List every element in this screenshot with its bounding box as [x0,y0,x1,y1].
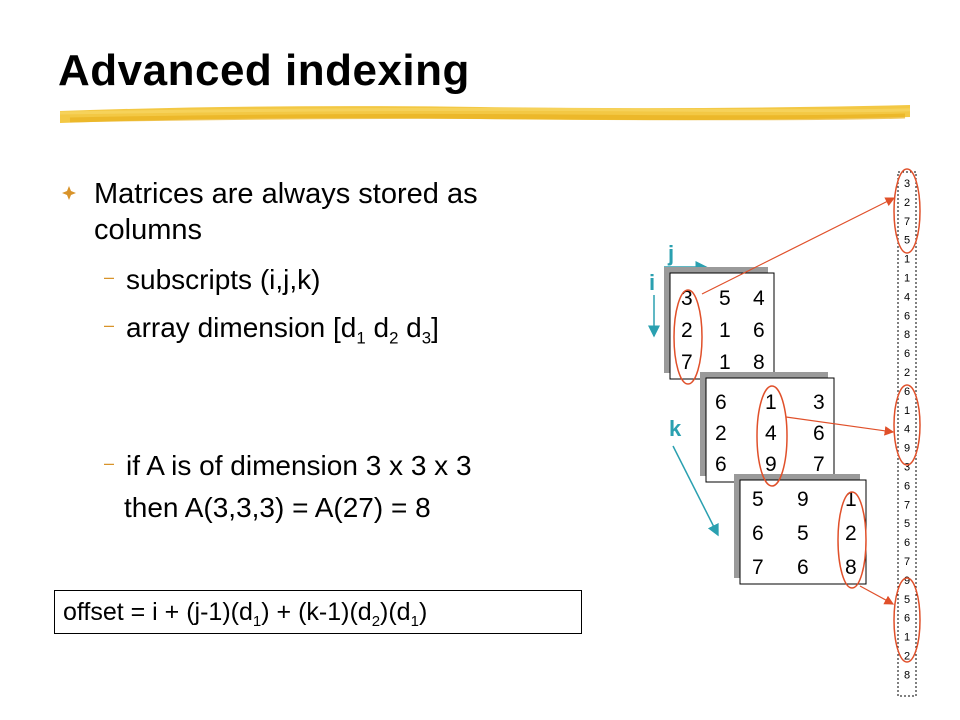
column-vector-value: 1 [904,254,910,266]
column-vector-value: 6 [904,348,910,360]
k-axis-label: k [669,416,682,441]
m2-r2c2: 4 [765,422,777,445]
dash-icon: – [104,267,115,287]
column-vector-value: 1 [904,405,910,417]
matrix-slice-2 [700,372,835,483]
m3-r2c3: 2 [845,522,857,545]
column-vector-value: 3 [904,178,910,190]
column-vector-frame [897,171,917,697]
bullet-matrices-columns: Matrices are always stored as columns [62,176,562,248]
column-vector-value: 5 [904,235,910,247]
column-vector-value: 3 [904,462,910,474]
j-axis-label: j [667,241,674,266]
m1-r1c3: 4 [753,287,765,310]
m2-r3c3: 7 [813,453,825,476]
m1-r1c2: 5 [719,287,731,310]
column-vector-value: 6 [904,480,910,492]
column-vector-value: 9 [904,443,910,455]
column-vector-value: 7 [904,216,910,228]
k-axis-arrow [672,445,719,537]
highlight-oval-slice1-col1 [673,289,703,385]
m3-r1c1: 5 [752,488,764,511]
m1-r3c1: 7 [681,351,693,374]
column-vector-value: 2 [904,197,910,209]
bullet-text: Matrices are always stored as columns [94,178,478,246]
connector-arrow-2 [785,416,895,436]
m2-r3c2: 9 [765,453,777,476]
highlight-oval-memory-3 [893,577,921,663]
column-vector-value: 5 [904,518,910,530]
dash-icon: – [104,315,115,335]
dash-icon: – [104,453,115,473]
example-result: then A(3,3,3) = A(27) = 8 [124,492,431,523]
connector-arrow-1 [701,197,896,295]
highlight-oval-slice3-col3 [837,491,867,589]
m3-r3c1: 7 [752,556,764,579]
column-vector-value: 5 [904,594,910,606]
m1-r2c3: 6 [753,319,765,342]
m2-r2c3: 6 [813,422,825,445]
column-vector-value: 2 [904,367,910,379]
i-axis-label: i [649,270,655,295]
m1-r3c2: 1 [719,351,731,374]
column-vector-value: 1 [904,273,910,285]
m2-r1c1: 6 [715,391,727,414]
column-vector-value: 9 [904,575,910,587]
column-vector-value: 6 [904,310,910,322]
m1-r2c1: 2 [681,319,693,342]
sub-bullet-array-dimension: –array dimension [d1 d2 d3] [104,312,439,348]
sub-bullet-example: –if A is of dimension 3 x 3 x 3 [104,450,472,481]
m3-r1c3: 1 [845,488,857,511]
column-vector-value: 4 [904,291,910,303]
column-vector-value: 8 [904,669,910,681]
column-vector-value: 6 [904,386,910,398]
m2-r2c1: 2 [715,422,727,445]
slide-title: Advanced indexing [58,46,470,95]
highlight-oval-memory-2 [893,384,921,466]
highlight-oval-memory-1 [893,168,921,254]
column-vector-value: 8 [904,329,910,341]
column-vector-value: 7 [904,556,910,568]
column-vector-value: 2 [904,651,910,663]
m2-r1c2: 1 [765,391,777,414]
column-vector-value: 6 [904,537,910,549]
m1-r1c1: 3 [681,287,693,310]
column-vector-value: 7 [904,499,910,511]
sub-bullet-subscripts: –subscripts (i,j,k) [104,264,321,295]
column-vector-values: 3 2 7 5 1 1 4 6 8 6 2 6 1 4 9 3 6 7 5 6 7 9 5 6 1 2 8 [904,178,910,681]
m3-r3c3: 8 [845,556,857,579]
m1-r2c2: 1 [719,319,731,342]
diamond-bullet-icon [62,186,76,200]
m2-r3c1: 6 [715,453,727,476]
highlight-oval-slice2-col2 [756,385,788,487]
m3-r1c2: 9 [797,488,809,511]
offset-formula-box: offset = i + (j-1)(d1) + (k-1)(d2)(d1) [54,590,582,634]
title-highlight-stroke [60,105,910,123]
m3-r3c2: 6 [797,556,809,579]
connector-arrow-3 [859,585,895,605]
column-vector-value: 1 [904,632,910,644]
matrix-slice-3 [734,474,867,585]
column-vector-value: 4 [904,424,910,436]
m1-r3c3: 8 [753,351,765,374]
column-vector-value: 6 [904,613,910,625]
m3-r2c1: 6 [752,522,764,545]
m2-r1c3: 3 [813,391,825,414]
m3-r2c2: 5 [797,522,809,545]
